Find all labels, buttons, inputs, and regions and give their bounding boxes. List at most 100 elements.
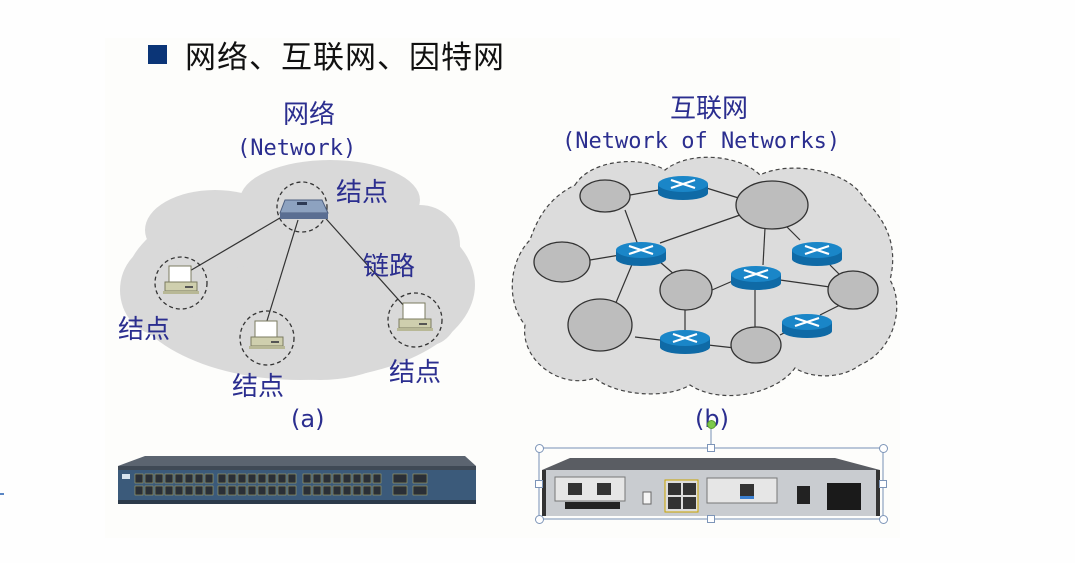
node-circle-host bbox=[387, 292, 443, 348]
ethernet-port bbox=[154, 473, 164, 484]
cloud-icon bbox=[730, 326, 782, 364]
figure-b-title: 互联网 bbox=[670, 94, 749, 124]
ethernet-port bbox=[257, 485, 267, 496]
cloud-icon bbox=[579, 179, 631, 213]
ethernet-port bbox=[194, 473, 204, 484]
ethernet-port bbox=[134, 485, 144, 496]
figure-a-label: (a) bbox=[291, 405, 325, 433]
router-icon bbox=[731, 266, 781, 290]
link-line bbox=[762, 227, 766, 266]
power-inlet bbox=[827, 483, 861, 510]
ethernet-port bbox=[247, 485, 257, 496]
ethernet-port bbox=[194, 485, 204, 496]
links bbox=[187, 211, 406, 325]
ethernet-port bbox=[227, 473, 237, 484]
link-line bbox=[624, 209, 639, 246]
ethernet-port bbox=[332, 485, 342, 496]
ethernet-port bbox=[372, 485, 382, 496]
link-line bbox=[779, 279, 831, 288]
ethernet-port bbox=[568, 483, 582, 495]
link-line bbox=[614, 261, 634, 306]
node-label: 结点 bbox=[336, 178, 389, 208]
link-line bbox=[784, 224, 801, 241]
node-label: 结点 bbox=[118, 315, 171, 345]
network-cloud bbox=[120, 160, 475, 380]
ethernet-port bbox=[277, 485, 287, 496]
ethernet-port bbox=[302, 485, 312, 496]
link-line bbox=[707, 344, 736, 349]
ethernet-port bbox=[342, 473, 352, 484]
ethernet-port bbox=[312, 473, 322, 484]
ethernet-port bbox=[227, 485, 237, 496]
link-line bbox=[319, 211, 406, 308]
figure-a-subtitle: (Network) bbox=[237, 136, 357, 161]
slide-heading-row: 网络、互联网、因特网 bbox=[148, 34, 505, 76]
node-label: 结点 bbox=[232, 372, 285, 402]
ethernet-port bbox=[217, 473, 227, 484]
ethernet-port bbox=[342, 485, 352, 496]
router-icon bbox=[792, 242, 842, 266]
link-line bbox=[187, 214, 286, 273]
ethernet-port bbox=[267, 473, 277, 484]
computer-icon bbox=[397, 302, 433, 331]
cloud-icon bbox=[567, 298, 633, 352]
cloud-icon bbox=[659, 269, 713, 311]
resize-handle-top[interactable] bbox=[707, 444, 715, 452]
link-line bbox=[634, 336, 661, 341]
link-line bbox=[659, 214, 741, 244]
node-label: 结点 bbox=[389, 358, 442, 388]
sfp-port bbox=[412, 473, 428, 484]
ethernet-port bbox=[204, 485, 214, 496]
cloud-icon bbox=[827, 270, 879, 310]
ethernet-port bbox=[247, 473, 257, 484]
ethernet-port bbox=[217, 485, 227, 496]
cloud-icon bbox=[533, 241, 591, 283]
router-icon bbox=[782, 314, 832, 338]
ethernet-port bbox=[352, 473, 362, 484]
figure-a-title: 网络 bbox=[283, 100, 336, 130]
resize-handle-top-left[interactable] bbox=[535, 444, 544, 453]
ethernet-port bbox=[322, 485, 332, 496]
slide-heading[interactable]: 网络、互联网、因特网 bbox=[185, 39, 505, 76]
ethernet-port bbox=[322, 473, 332, 484]
bullet-square-icon bbox=[148, 44, 167, 64]
resize-handle-bottom[interactable] bbox=[707, 515, 715, 523]
resize-handle-bottom-right[interactable] bbox=[879, 515, 888, 524]
ethernet-port bbox=[154, 485, 164, 496]
resize-handle-right[interactable] bbox=[879, 480, 887, 488]
usb-port bbox=[642, 491, 652, 505]
power-switch bbox=[797, 486, 810, 504]
ethernet-port bbox=[287, 473, 297, 484]
ethernet-port bbox=[134, 473, 144, 484]
node-circle-host bbox=[239, 310, 295, 366]
ethernet-port bbox=[362, 485, 372, 496]
sfp-port bbox=[412, 485, 428, 496]
resize-handle-left[interactable] bbox=[535, 480, 543, 488]
switch-logo bbox=[122, 474, 130, 479]
ethernet-port bbox=[277, 473, 287, 484]
ethernet-port bbox=[332, 473, 342, 484]
ethernet-port bbox=[312, 485, 322, 496]
hub-icon bbox=[279, 199, 329, 219]
ethernet-port bbox=[237, 485, 247, 496]
ethernet-port bbox=[372, 473, 382, 484]
rotate-handle[interactable] bbox=[707, 420, 716, 429]
ethernet-port bbox=[287, 485, 297, 496]
sfp-port bbox=[392, 485, 408, 496]
ethernet-port bbox=[184, 473, 194, 484]
ethernet-port bbox=[257, 473, 267, 484]
ethernet-port bbox=[144, 485, 154, 496]
ethernet-port bbox=[597, 483, 611, 495]
resize-handle-bottom-left[interactable] bbox=[535, 515, 544, 524]
resize-handle-top-right[interactable] bbox=[879, 444, 888, 453]
cloud-icon bbox=[735, 180, 809, 230]
link-line bbox=[589, 254, 621, 261]
slide-edge-marker bbox=[0, 493, 4, 495]
ethernet-port bbox=[174, 485, 184, 496]
ethernet-port bbox=[184, 485, 194, 496]
router-icon bbox=[660, 330, 710, 354]
